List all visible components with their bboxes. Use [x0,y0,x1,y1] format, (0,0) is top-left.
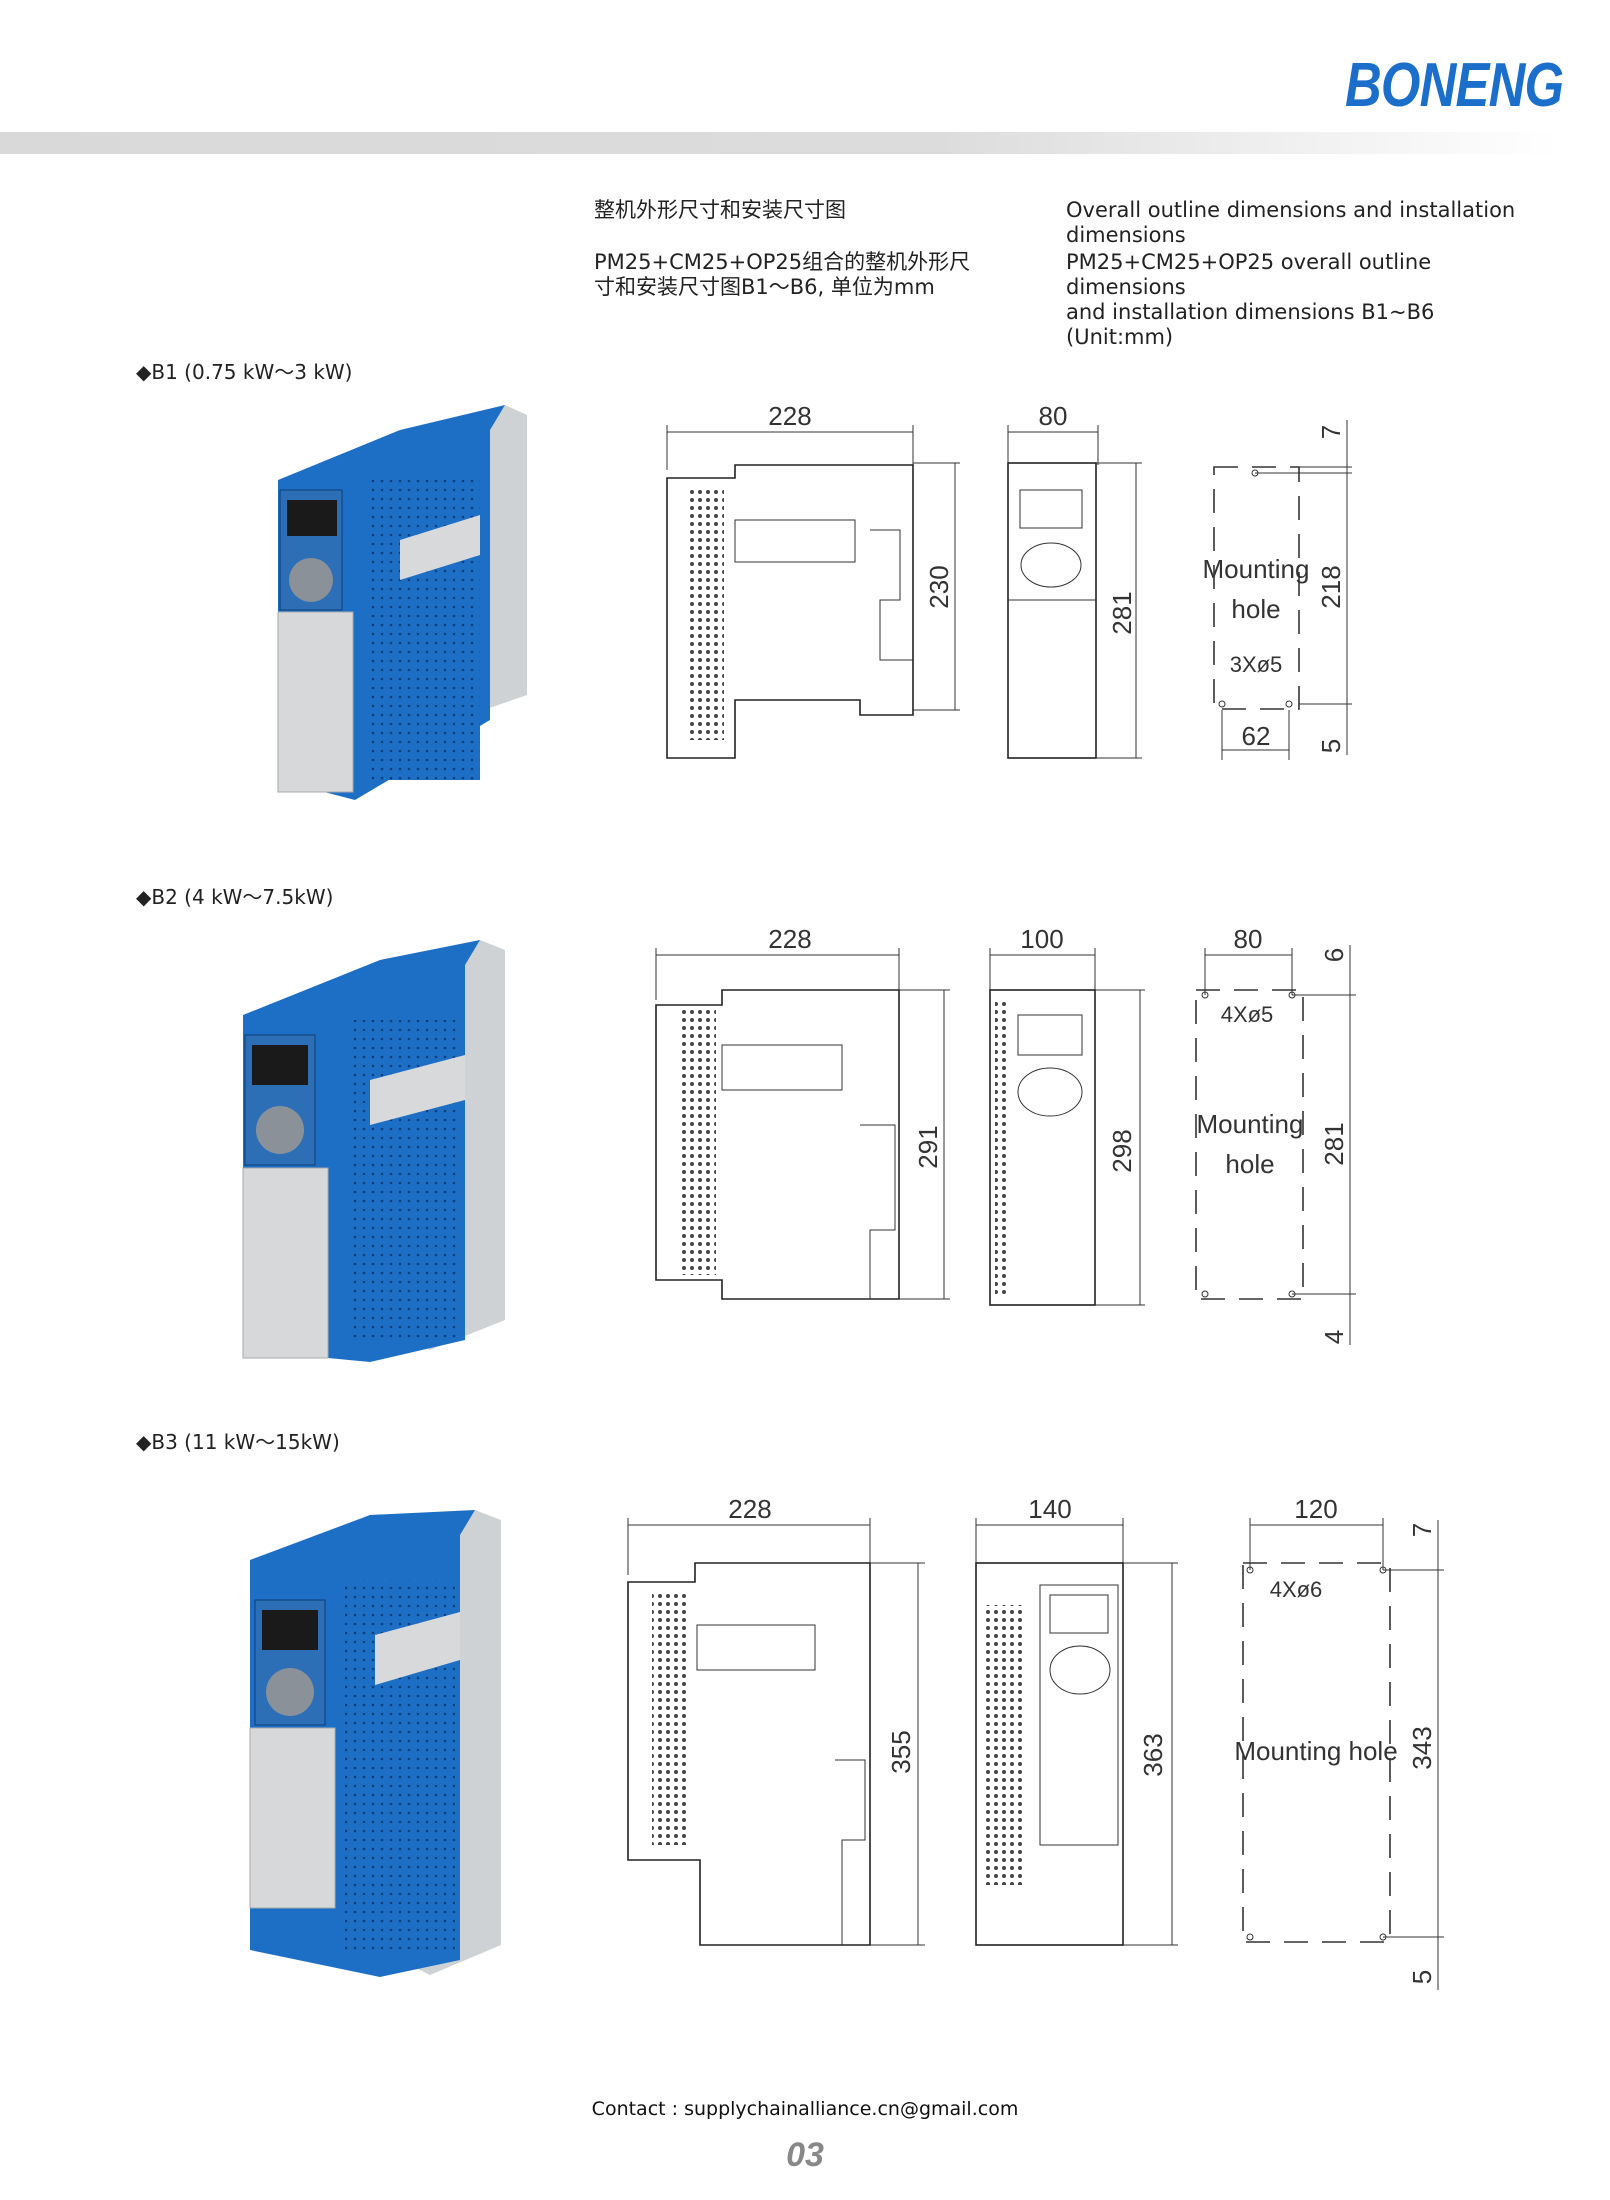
dim-hole-spacing-b2: 80 [1234,924,1263,954]
page-number: 03 [786,2136,824,2174]
dim-front-width-b1: 80 [1039,401,1068,431]
product-image-b1 [277,405,527,800]
dim-side-width-b2: 228 [768,924,811,954]
section-label-b3: ◆B3 (11 kW～15kW) [136,1430,340,1454]
side-view-b3: 228 355 [627,1494,925,1946]
dim-bottom-offset-b2: 4 [1319,1330,1349,1344]
subtitle-cn-2: 寸和安装尺寸图B1～B6, 单位为mm [594,275,935,299]
product-image-b2 [242,940,505,1362]
side-view-b2: 228 291 [655,924,950,1300]
section-label-b1: ◆B1 (0.75 kW～3 kW) [136,360,353,384]
dim-side-height-b3: 355 [886,1730,916,1773]
dim-front-width-b2: 100 [1020,924,1063,954]
front-view-b3: 140 363 [975,1494,1178,1946]
subtitle-en-2: and installation dimensions B1~B6 (Unit:… [1066,300,1435,349]
dim-bottom-offset-b3: 5 [1407,1970,1437,1984]
dim-front-height-b2: 298 [1107,1129,1137,1172]
dim-side-width-b1: 228 [768,401,811,431]
dim-hole-spacing-b1: 62 [1242,721,1271,751]
front-view-b1: 80 281 [1007,401,1142,759]
header-cn: 整机外形尺寸和安装尺寸图 PM25+CM25+OP25组合的整机外形尺 寸和安装… [594,198,1014,300]
title-en: Overall outline dimensions and installat… [1066,198,1516,247]
holes-b2: 4Xø5 [1221,1002,1274,1027]
dim-side-height-b1: 230 [924,565,954,608]
header-bar [0,132,1560,154]
subtitle-cn-1: PM25+CM25+OP25组合的整机外形尺 [594,250,971,274]
holes-b1: 3Xø5 [1230,652,1283,677]
side-view-b1: 228 230 [666,401,960,759]
dim-front-height-b3: 363 [1138,1733,1168,1776]
mounting-diagram-b3: 120 4Xø6 Mounting hole 343 7 5 [1234,1494,1444,1990]
dim-top-offset-b3: 7 [1407,1523,1437,1537]
holes-b3: 4Xø6 [1270,1577,1323,1602]
footer-contact: Contact : supplychainalliance.cn@gmail.c… [591,2098,1019,2120]
title-cn: 整机外形尺寸和安装尺寸图 [594,198,846,222]
header-en: Overall outline dimensions and installat… [1066,198,1526,350]
dim-bottom-offset-b1: 5 [1316,739,1346,753]
dim-hole-height-b3: 343 [1407,1726,1437,1769]
mounting-diagram-b1: Mounting hole 3Xø5 62 218 7 5 [1203,420,1352,760]
dim-hole-spacing-b3: 120 [1294,1494,1337,1524]
mount-label-b3: Mounting hole [1234,1736,1397,1766]
mounting-diagram-b2: 80 4Xø5 Mounting hole 281 6 4 [1195,924,1356,1345]
product-image-b3 [249,1510,501,1977]
mount-label-1-b1: Mounting [1203,554,1310,584]
dim-front-width-b3: 140 [1028,1494,1071,1524]
section-label-b2: ◆B2 (4 kW～7.5kW) [136,885,334,909]
dim-front-height-b1: 281 [1107,591,1137,634]
mount-label-2-b2: hole [1225,1149,1274,1179]
brand-logo: BONENG [1345,51,1564,120]
dim-top-offset-b2: 6 [1319,948,1349,962]
dim-top-offset-b1: 7 [1316,425,1346,439]
front-view-b2: 100 298 [989,924,1145,1306]
mount-label-2-b1: hole [1231,594,1280,624]
dim-hole-height-b1: 218 [1316,565,1346,608]
mount-label-1-b2: Mounting [1197,1109,1304,1139]
dim-side-width-b3: 228 [728,1494,771,1524]
dim-side-height-b2: 291 [913,1125,943,1168]
dim-hole-height-b2: 281 [1319,1122,1349,1165]
subtitle-en-1: PM25+CM25+OP25 overall outline dimension… [1066,250,1432,299]
